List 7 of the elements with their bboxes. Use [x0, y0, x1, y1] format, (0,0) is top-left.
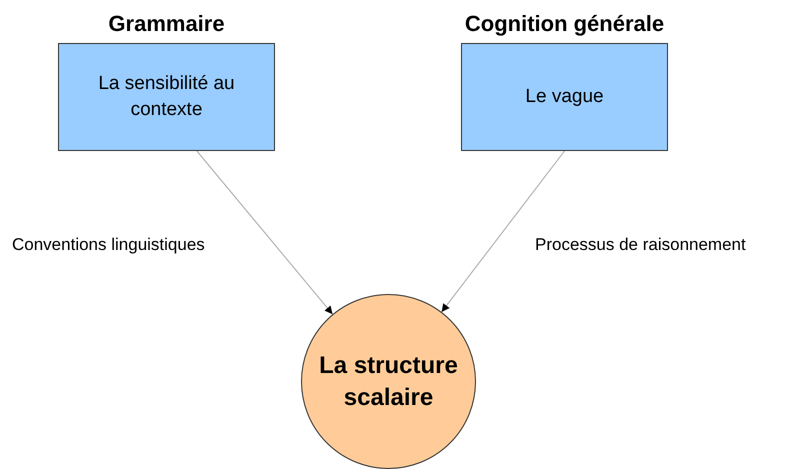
circle-text: La structure scalaire [318, 351, 458, 412]
box-text: Le vague [525, 85, 604, 110]
box-heading: Grammaire [107, 10, 226, 38]
box-heading: Cognition générale [464, 10, 666, 38]
arrow [196, 150, 334, 315]
box-text: La sensibilité au contexte [97, 72, 236, 122]
arrow [441, 150, 565, 312]
